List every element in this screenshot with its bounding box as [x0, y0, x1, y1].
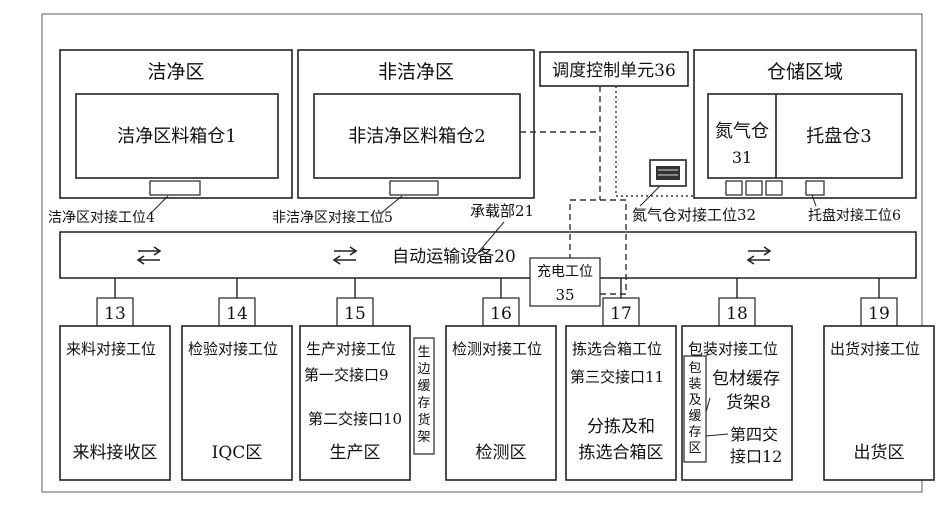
pallet-dock-port — [806, 181, 824, 195]
station-zone: 出货区 — [854, 443, 905, 463]
nitrogen-port-c — [766, 181, 782, 195]
first-port-label: 第一交接口9 — [304, 366, 389, 384]
station-number: 13 — [104, 304, 126, 324]
nitrogen-cabinet-num: 31 — [732, 148, 752, 167]
charging-station-num: 35 — [555, 286, 574, 304]
clean-dock-port — [150, 181, 200, 195]
carrier-label: 承载部21 — [470, 202, 534, 220]
side-shelf-char: 边 — [417, 362, 430, 377]
nonclean-dock-label: 非洁净区对接工位5 — [272, 209, 393, 226]
fourth-port-line-2: 接口12 — [730, 447, 782, 466]
third-port-label: 第三交接口11 — [570, 368, 664, 386]
station-title: 来料对接工位 — [66, 340, 156, 358]
stations-row: 13 来料对接工位来料接收区 14 检验对接工位 IQC区 15 生产对接工位生产区 16 检测… — [60, 278, 934, 480]
fourth-port-line-1: 第四交 — [730, 425, 778, 444]
station-title: 生产对接工位 — [306, 340, 396, 358]
storage-zone-title: 仓储区域 — [767, 61, 843, 83]
station-title: 出货对接工位 — [830, 340, 920, 358]
clean-zone-title: 洁净区 — [147, 61, 204, 83]
nitrogen-port-a — [726, 181, 742, 195]
station-title: 拣选合箱工位 — [572, 340, 662, 358]
nonclean-bin-label: 非洁净区料箱仓2 — [348, 126, 485, 147]
packaging-buffer-char: 区 — [688, 441, 701, 456]
side-shelf-char: 生 — [417, 345, 430, 360]
pallet-bin-label: 托盘仓3 — [806, 126, 871, 147]
second-port-label: 第二交接口10 — [308, 410, 402, 428]
packaging-buffer-char: 存 — [688, 425, 701, 440]
pallet-dock-label: 托盘对接工位6 — [808, 207, 901, 224]
side-shelf-char: 缓 — [417, 379, 430, 394]
station-title: 包装对接工位 — [688, 340, 778, 358]
transport-label: 自动运输设备20 — [392, 247, 516, 267]
station-zone: 检测区 — [476, 443, 527, 463]
station-zone: IQC区 — [212, 443, 263, 463]
packaging-buffer-char: 装 — [688, 377, 701, 392]
sorting-zone-line-2: 拣选合箱区 — [579, 443, 664, 463]
dispatch-unit-label: 调度控制单元36 — [552, 61, 676, 81]
packaging-buffer-char: 及 — [688, 393, 701, 408]
station-zone: 生产区 — [330, 443, 381, 463]
nitrogen-cabinet-label: 氮气仓 — [715, 121, 769, 142]
rack-label-line-1: 包材缓存 — [712, 369, 780, 389]
packaging-buffer-char: 包 — [688, 361, 701, 376]
station-zone: 来料接收区 — [73, 443, 158, 463]
nitrogen-port-b — [746, 181, 762, 195]
nonclean-zone-title: 非洁净区 — [378, 61, 454, 83]
station-number: 16 — [490, 304, 512, 324]
station-number: 17 — [610, 304, 632, 324]
packaging-buffer-char: 缓 — [688, 409, 701, 424]
station-title: 检测对接工位 — [452, 340, 542, 358]
nitrogen-dock-label: 氮气仓对接工位32 — [632, 206, 756, 224]
clean-bin-label: 洁净区料箱仓1 — [117, 126, 236, 147]
station-number: 18 — [726, 304, 748, 324]
charging-station-label: 充电工位 — [537, 264, 593, 280]
station-number: 14 — [226, 304, 248, 324]
rack-label-line-2: 货架8 — [726, 393, 771, 413]
nitrogen-device-screen — [656, 166, 680, 180]
side-shelf-char: 货 — [417, 412, 430, 428]
nonclean-dock-port — [390, 181, 438, 195]
arrow-pair-1 — [138, 247, 160, 264]
arrow-pair-3 — [748, 247, 770, 264]
sorting-zone-line-1: 分拣及和 — [587, 417, 655, 437]
station-number: 15 — [344, 304, 366, 324]
station-number: 19 — [868, 304, 890, 324]
side-shelf-char: 架 — [417, 430, 430, 445]
side-shelf-char: 存 — [417, 396, 430, 411]
station-title: 检验对接工位 — [188, 340, 278, 358]
clean-dock-label: 洁净区对接工位4 — [48, 209, 155, 226]
arrow-pair-2 — [334, 247, 356, 264]
